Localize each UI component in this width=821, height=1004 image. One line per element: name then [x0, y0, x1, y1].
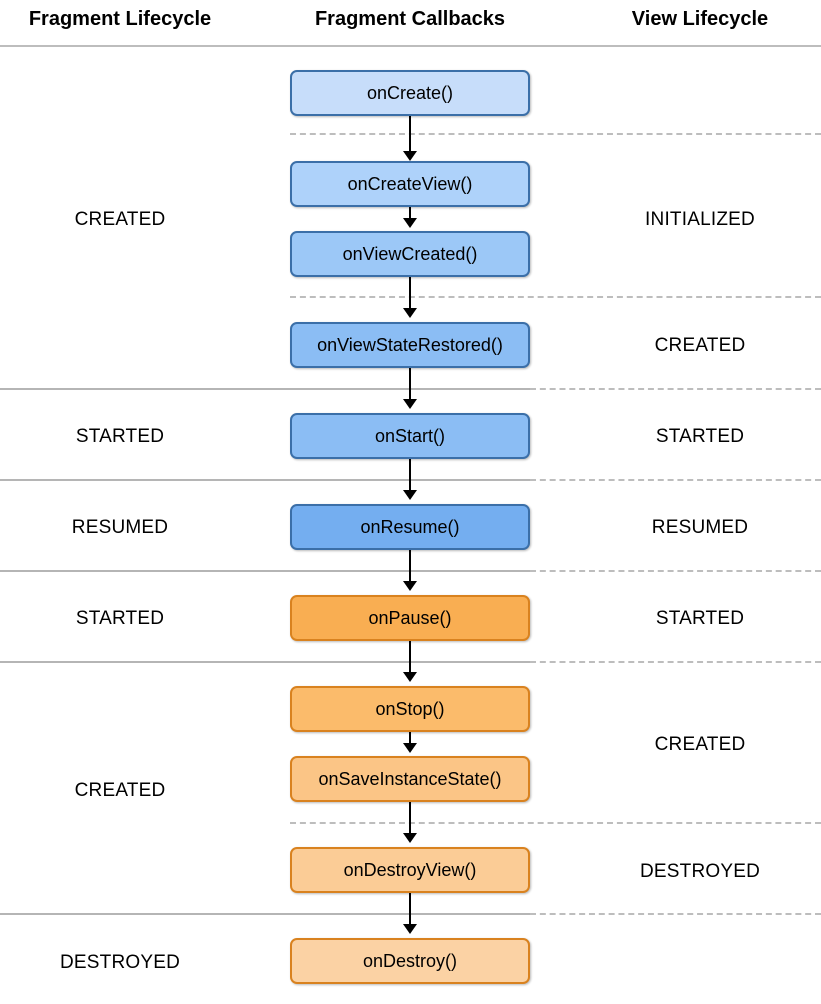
separator-dashed-initialized-top [290, 133, 821, 135]
arrow-head-onviewstaterestored-onstart [403, 399, 417, 409]
separator-solid-started-created [0, 661, 530, 663]
column-header-fragment-callbacks: Fragment Callbacks [314, 8, 506, 30]
callback-box-ondestroy[interactable]: onDestroy() [290, 938, 530, 984]
column-header-view-lifecycle: View Lifecycle [631, 8, 769, 30]
separator-dashed-resumed-started [530, 570, 821, 572]
separator-solid-created-destroyed [0, 913, 530, 915]
callback-box-onstart[interactable]: onStart() [290, 413, 530, 459]
arrow-line-onpause-onstop [409, 641, 411, 676]
arrow-line-onstart-onresume [409, 459, 411, 494]
view-state-started-2: STARTED [655, 608, 745, 629]
view-state-resumed: RESUMED [651, 517, 749, 538]
arrow-line-onresume-onpause [409, 550, 411, 585]
arrow-line-onsaveinstancestate-ondestroyview [409, 802, 411, 837]
view-state-initialized: INITIALIZED [645, 209, 755, 230]
callback-box-onpause[interactable]: onPause() [290, 595, 530, 641]
arrow-line-onviewcreated-onviewstaterestored [409, 277, 411, 312]
callback-box-onstop[interactable]: onStop() [290, 686, 530, 732]
header-divider [0, 45, 821, 47]
separator-solid-started-resumed [0, 479, 530, 481]
view-state-destroyed: DESTROYED [639, 861, 761, 882]
column-header-fragment-lifecycle: Fragment Lifecycle [28, 8, 212, 30]
arrow-head-onsaveinstancestate-ondestroyview [403, 833, 417, 843]
arrow-line-oncreateview-onviewcreated [409, 206, 411, 222]
fragment-state-destroyed: DESTROYED [59, 952, 181, 973]
arrow-head-oncreateview-onviewcreated [403, 218, 417, 228]
fragment-state-started-2: STARTED [75, 608, 165, 629]
separator-dashed-started-created [530, 661, 821, 663]
separator-dashed-started-resumed [530, 479, 821, 481]
separator-dashed-created-started [530, 388, 821, 390]
callback-box-onresume[interactable]: onResume() [290, 504, 530, 550]
arrow-line-onstop-onsaveinstancestate [409, 731, 411, 747]
separator-dashed-initialized-created [290, 296, 821, 298]
arrow-line-oncreate-oncreateview [409, 115, 411, 157]
callback-box-ondestroyview[interactable]: onDestroyView() [290, 847, 530, 893]
separator-solid-resumed-started [0, 570, 530, 572]
column-header-row: Fragment Lifecycle Fragment Callbacks Vi… [0, 0, 821, 45]
fragment-state-created-2: CREATED [74, 780, 166, 801]
callback-box-onviewstaterestored[interactable]: onViewStateRestored() [290, 322, 530, 368]
callback-box-oncreateview[interactable]: onCreateView() [290, 161, 530, 207]
separator-solid-created-started [0, 388, 530, 390]
callback-box-oncreate[interactable]: onCreate() [290, 70, 530, 116]
separator-dashed-created-destroyed [290, 822, 821, 824]
arrow-line-onviewstaterestored-onstart [409, 368, 411, 403]
arrow-head-onviewcreated-onviewstaterestored [403, 308, 417, 318]
arrow-head-onpause-onstop [403, 672, 417, 682]
callback-box-onviewcreated[interactable]: onViewCreated() [290, 231, 530, 277]
callback-box-onsaveinstancestate[interactable]: onSaveInstanceState() [290, 756, 530, 802]
arrow-line-ondestroyview-ondestroy [409, 893, 411, 928]
arrow-head-onresume-onpause [403, 581, 417, 591]
fragment-state-created-1: CREATED [74, 209, 166, 230]
fragment-state-started-1: STARTED [75, 426, 165, 447]
arrow-head-onstop-onsaveinstancestate [403, 743, 417, 753]
fragment-state-resumed: RESUMED [71, 517, 169, 538]
arrow-head-onstart-onresume [403, 490, 417, 500]
view-state-started-1: STARTED [655, 426, 745, 447]
arrow-head-ondestroyview-ondestroy [403, 924, 417, 934]
arrow-head-oncreate-oncreateview [403, 151, 417, 161]
separator-dashed-destroyed [530, 913, 821, 915]
view-state-created-1: CREATED [654, 335, 746, 356]
view-state-created-2: CREATED [654, 734, 746, 755]
